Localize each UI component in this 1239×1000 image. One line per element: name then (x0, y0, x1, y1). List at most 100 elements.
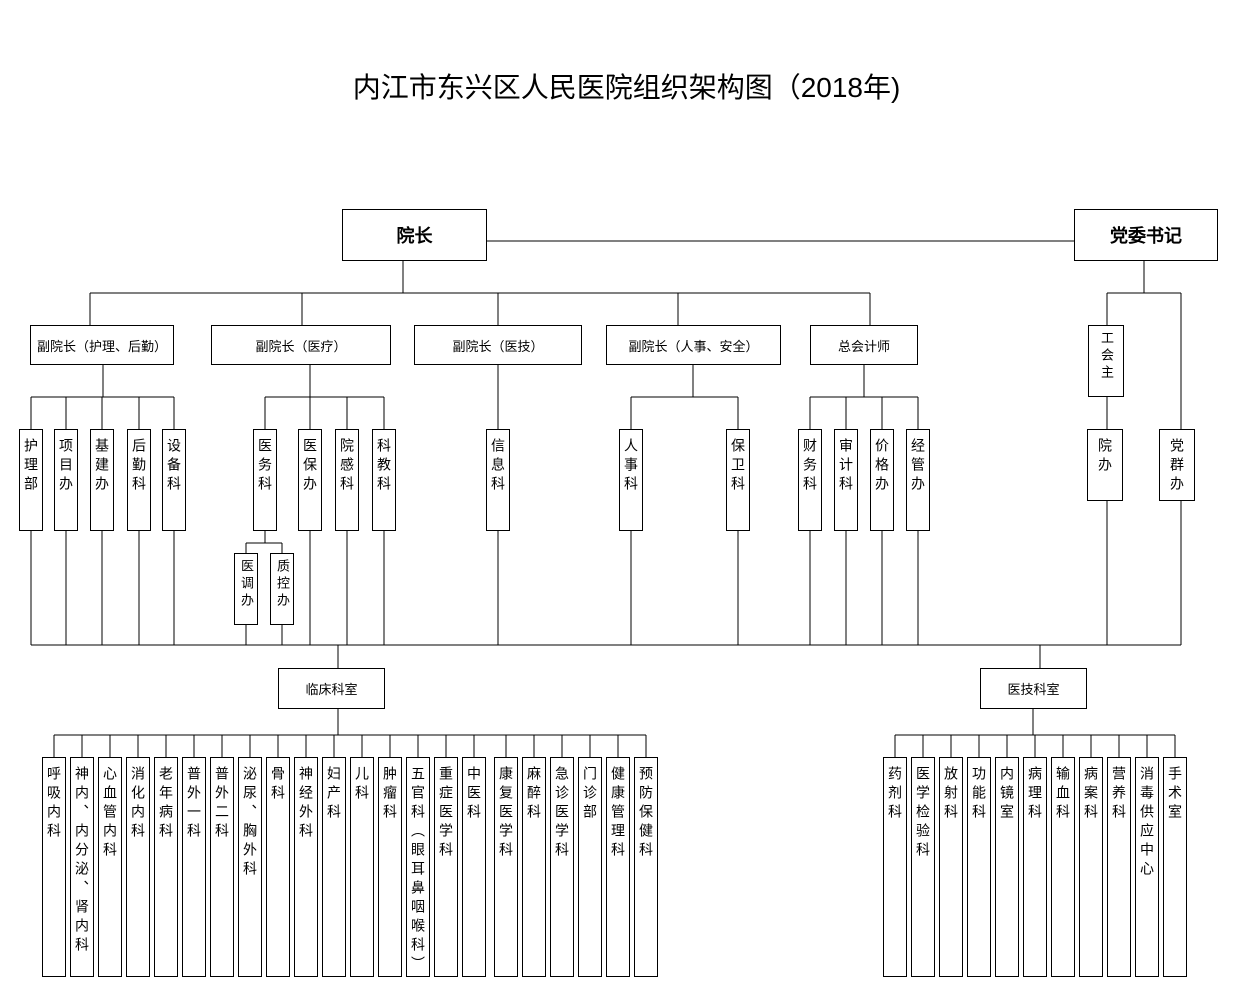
operating-room-box: 手术室 (1163, 757, 1187, 977)
deputy5-branch-connector (809, 365, 919, 429)
clinical-branch-connector (53, 709, 647, 757)
president-label: 院长 (396, 226, 433, 246)
department-label: 护理部 (23, 438, 39, 495)
page-title: 内江市东兴区人民医院组织架构图（2018年) (352, 72, 901, 103)
traditional-chinese-medicine-box: 中医科 (462, 757, 486, 977)
department-label: 院感科 (339, 438, 355, 495)
department-label: 基建办 (94, 438, 110, 495)
department-label: 妇产科 (326, 766, 342, 823)
deputy-label: 副院长（护理、后勤） (36, 338, 167, 354)
department-label: 经管办 (910, 438, 926, 495)
department-label: 普外二科 (214, 766, 230, 842)
gastroenterology-box: 消化内科 (126, 757, 150, 977)
radiology-box: 放射科 (939, 757, 963, 977)
department-label: 病理科 (1027, 766, 1043, 823)
deputy-medtech-box: 副院长（医技） (414, 325, 582, 365)
audit-section-box: 审计科 (834, 429, 858, 531)
department-label: 保卫科 (730, 438, 746, 495)
emergency-medicine-box: 急诊医学科 (550, 757, 574, 977)
urology-thoracic-surgery-box: 泌尿、胸外科 (238, 757, 262, 977)
department-label: 消毒供应中心 (1139, 766, 1155, 880)
department-label: 后勤科 (131, 438, 147, 495)
department-label: 急诊医学科 (554, 766, 570, 861)
department-label: 项目办 (58, 438, 74, 495)
functional-diagnostics-box: 功能科 (967, 757, 991, 977)
human-resources-section-box: 人事科 (619, 429, 643, 531)
department-label: 预防保健科 (638, 766, 654, 861)
department-label: 医调办 (239, 559, 254, 610)
party-affairs-office-label: 党群办 (1169, 438, 1185, 495)
respiratory-medicine-box: 呼吸内科 (42, 757, 66, 977)
department-label: 康复医学科 (498, 766, 514, 861)
department-label: 肿瘤科 (382, 766, 398, 823)
infrastructure-office-box: 基建办 (90, 429, 114, 531)
information-section-box: 信息科 (486, 429, 510, 531)
department-label: 麻醉科 (526, 766, 542, 823)
president-to-deputies-connector (89, 261, 871, 325)
department-label: 功能科 (971, 766, 987, 823)
infection-control-section-box: 院感科 (335, 429, 359, 531)
department-label: 价格办 (874, 438, 890, 495)
department-label: 人事科 (623, 438, 639, 495)
department-label: 消化内科 (130, 766, 146, 842)
preventive-healthcare-box: 预防保健科 (634, 757, 658, 977)
critical-care-medicine-box: 重症医学科 (434, 757, 458, 977)
hospital-office-box: 院办 (1087, 429, 1123, 501)
department-label: 病案科 (1083, 766, 1099, 823)
cardiology-box: 心血管内科 (98, 757, 122, 977)
secretary-branch-connector (1106, 261, 1182, 429)
science-education-section-box: 科教科 (372, 429, 396, 531)
party-secretary-box: 党委书记 (1074, 209, 1218, 261)
hospital-office-label: 院办 (1097, 438, 1113, 476)
medical-affairs-section-box: 医务科 (253, 429, 277, 531)
medical-records-box: 病案科 (1079, 757, 1103, 977)
project-office-box: 项目办 (54, 429, 78, 531)
union-chair-label: 工会主席 (1099, 331, 1114, 382)
neurology-endocrinology-nephrology-box: 神内、内分泌、肾内科 (70, 757, 94, 977)
department-label: 营养科 (1111, 766, 1127, 823)
oncology-box: 肿瘤科 (378, 757, 402, 977)
blood-transfusion-box: 输血科 (1051, 757, 1075, 977)
deputy4-branch-connector (630, 365, 739, 429)
anesthesiology-box: 麻醉科 (522, 757, 546, 977)
department-label: 医学检验科 (915, 766, 931, 861)
department-label: 重症医学科 (438, 766, 454, 861)
department-label: 输血科 (1055, 766, 1071, 823)
department-label: 信息科 (490, 438, 506, 495)
deputy-hr-security-box: 副院长（人事、安全） (606, 325, 781, 365)
medtech-branch-connector (894, 709, 1176, 757)
department-label: 设备科 (166, 438, 182, 495)
union-chair-box: 工会主席 (1088, 325, 1124, 397)
operations-management-office-box: 经管办 (906, 429, 930, 531)
party-secretary-label: 党委书记 (1110, 226, 1182, 246)
department-label: 医务科 (257, 438, 273, 495)
deputy1-branch-connector (30, 365, 175, 429)
department-label: 普外一科 (186, 766, 202, 842)
department-label: 健康管理科 (610, 766, 626, 861)
logistics-section-box: 后勤科 (127, 429, 151, 531)
endoscopy-room-box: 内镜室 (995, 757, 1019, 977)
department-label: 手术室 (1167, 766, 1183, 823)
department-label: 心血管内科 (102, 766, 118, 861)
bus-to-sections-connector (337, 645, 1041, 668)
department-label: 财务科 (802, 438, 818, 495)
orthopedics-box: 骨科 (266, 757, 290, 977)
department-label: 审计科 (838, 438, 854, 495)
ent-ophthalmology-box: 五官科（眼耳鼻咽喉科） (406, 757, 430, 977)
medtech-departments-box: 医技科室 (980, 668, 1087, 709)
pathology-box: 病理科 (1023, 757, 1047, 977)
clinical-laboratory-box: 医学检验科 (911, 757, 935, 977)
departments-to-bus-connector (30, 501, 1182, 646)
sterile-supply-center-box: 消毒供应中心 (1135, 757, 1159, 977)
deputy2-branch-connector (245, 365, 385, 553)
department-label: 门诊部 (582, 766, 598, 823)
equipment-section-box: 设备科 (162, 429, 186, 531)
deputy-label: 副院长（医疗） (255, 338, 347, 354)
pricing-office-box: 价格办 (870, 429, 894, 531)
deputy-label: 总会计师 (837, 338, 890, 354)
department-label: 神经外科 (298, 766, 314, 842)
deputy-label: 副院长（人事、安全） (628, 338, 759, 354)
department-label: 质控办 (275, 559, 290, 610)
